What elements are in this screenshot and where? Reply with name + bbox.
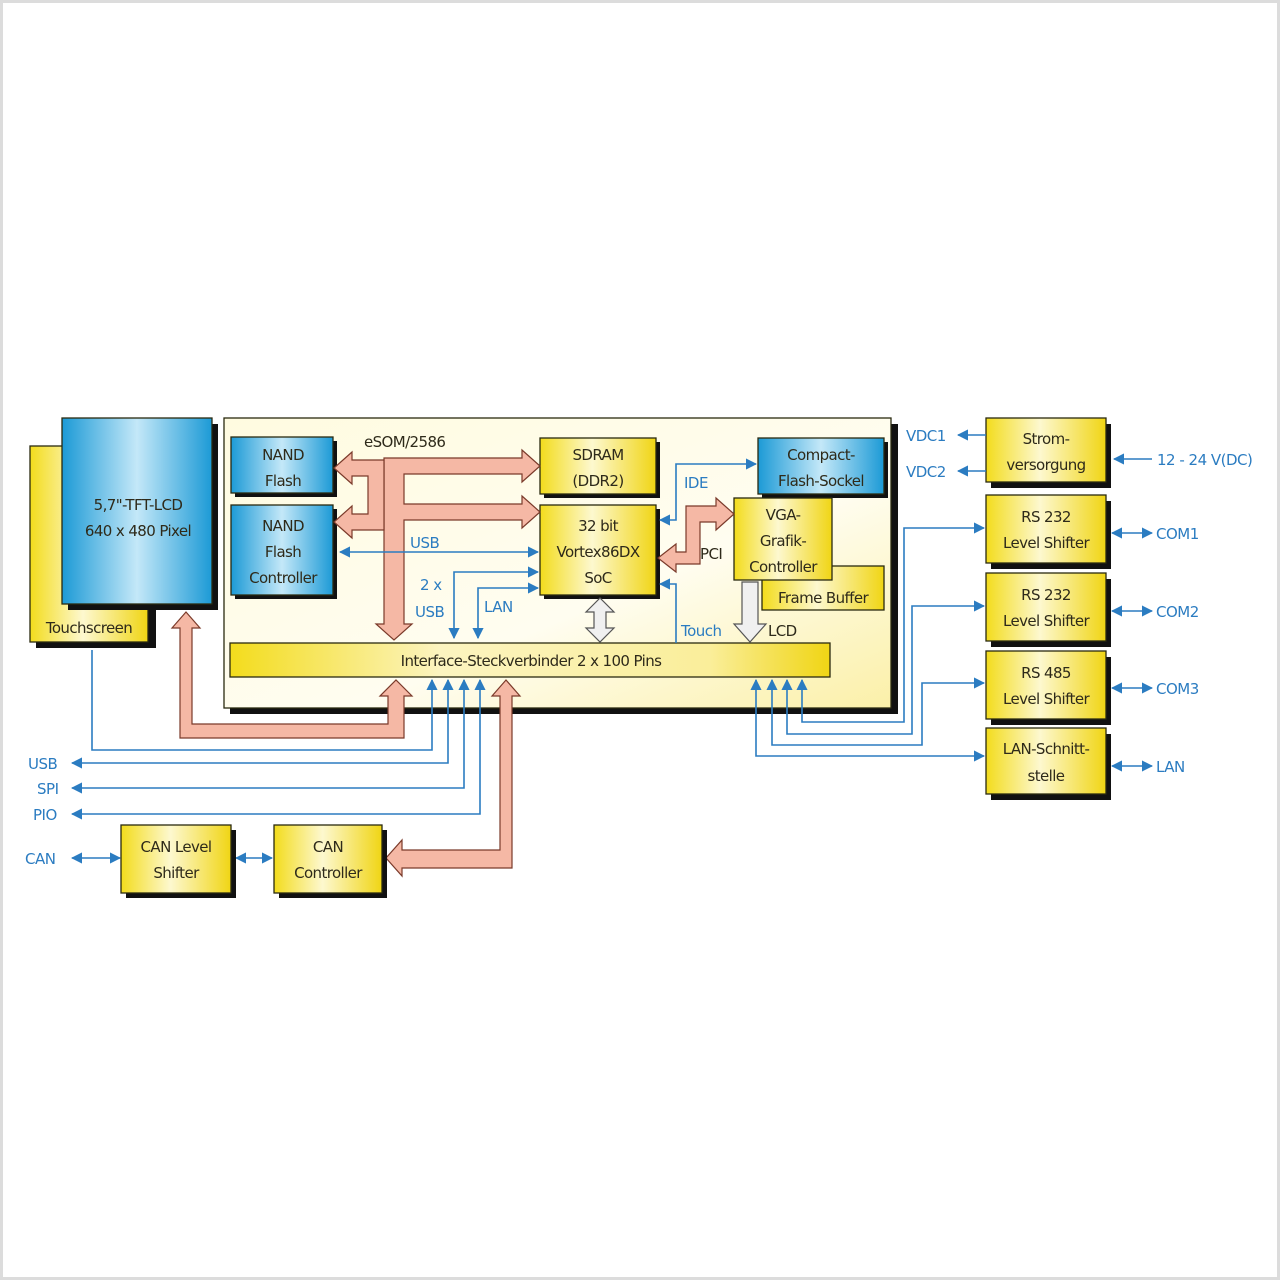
nand-flash-controller-block[interactable]: NAND Flash Controller — [230, 504, 337, 599]
touch-label: Touch — [680, 622, 722, 640]
can-ctrl-label-1: CAN — [313, 838, 343, 856]
com1-label: COM1 — [1156, 525, 1199, 543]
interface-connector[interactable]: Interface-Steckverbinder 2 x 100 Pins — [229, 642, 831, 678]
compact-flash-block[interactable]: Compact- Flash-Sockel — [757, 437, 888, 498]
cf-label-1: Compact- — [787, 446, 855, 464]
can-controller-block[interactable]: CAN Controller — [273, 824, 387, 898]
lan-interface-block[interactable]: LAN-Schnitt- stelle — [985, 727, 1111, 800]
vga-label-2: Grafik- — [760, 532, 807, 550]
can-ctrl-label-2: Controller — [294, 864, 363, 882]
external-right-signals — [750, 429, 1154, 772]
usb-out-label: USB — [28, 755, 58, 773]
rs485-label-2: Level Shifter — [1003, 690, 1090, 708]
power-supply-block[interactable]: Strom- versorgung — [985, 417, 1111, 488]
rs232-1-block[interactable]: RS 232 Level Shifter — [985, 494, 1111, 569]
rs232-2-label-1: RS 232 — [1021, 586, 1071, 604]
nand-ctrl-label-3: Controller — [249, 569, 318, 587]
nand-flash-label-2: Flash — [265, 472, 301, 490]
rs232-1-label-1: RS 232 — [1021, 508, 1071, 526]
spi-out-label: SPI — [37, 780, 59, 798]
vga-label-1: VGA- — [766, 506, 801, 524]
nand-flash-label-1: NAND — [262, 446, 304, 464]
lcd-signal-label: LCD — [768, 622, 797, 640]
internal-signals — [338, 458, 758, 643]
external-left-signals — [70, 650, 486, 864]
rs232-2-label-2: Level Shifter — [1003, 612, 1090, 630]
sdram-block[interactable]: SDRAM (DDR2) — [539, 437, 660, 498]
pio-out-label: PIO — [33, 806, 57, 824]
lcd-block[interactable]: 5,7"-TFT-LCD 640 x 480 Pixel — [61, 417, 218, 610]
com3-label: COM3 — [1156, 680, 1199, 698]
soc-interface-bus — [584, 597, 616, 643]
can-out-label: CAN — [25, 850, 55, 868]
can-ls-label-2: Shifter — [153, 864, 200, 882]
vdc1-label: VDC1 — [906, 427, 946, 445]
rs232-2-block[interactable]: RS 232 Level Shifter — [985, 572, 1111, 647]
two-x-label: 2 x — [420, 576, 442, 594]
cf-label-2: Flash-Sockel — [778, 472, 864, 490]
nand-ctrl-label-2: Flash — [265, 543, 301, 561]
ide-label: IDE — [684, 474, 708, 492]
soc-label-1: 32 bit — [578, 517, 619, 535]
can-bus — [385, 679, 522, 878]
board-title: eSOM/2586 — [364, 433, 445, 451]
lcd-bus — [732, 581, 768, 643]
sdram-label-2: (DDR2) — [572, 472, 623, 490]
vga-label-3: Controller — [749, 558, 818, 576]
vdc2-label: VDC2 — [906, 463, 946, 481]
lan-inner-label: LAN — [484, 598, 513, 616]
usb-inner-label: USB — [410, 534, 440, 552]
lan-if-label-1: LAN-Schnitt- — [1003, 740, 1090, 758]
pci-label: PCI — [700, 545, 722, 563]
power-in-label: 12 - 24 V(DC) — [1157, 451, 1252, 469]
rs232-1-label-2: Level Shifter — [1003, 534, 1090, 552]
com2-label: COM2 — [1156, 603, 1199, 621]
sdram-label-1: SDRAM — [572, 446, 623, 464]
internal-bus — [333, 448, 541, 641]
soc-block[interactable]: 32 bit Vortex86DX SoC — [539, 504, 660, 599]
rs485-block[interactable]: RS 485 Level Shifter — [985, 650, 1111, 725]
lcd-label-2: 640 x 480 Pixel — [85, 522, 191, 540]
can-ls-label-1: CAN Level — [141, 838, 212, 856]
power-label-2: versorgung — [1006, 456, 1085, 474]
soc-label-2: Vortex86DX — [556, 543, 639, 561]
rs485-label-1: RS 485 — [1021, 664, 1071, 682]
can-level-shifter-block[interactable]: CAN Level Shifter — [120, 824, 236, 898]
vga-controller-block[interactable]: VGA- Grafik- Controller — [733, 497, 833, 581]
usb2-label: USB — [415, 603, 445, 621]
touchscreen-label: Touchscreen — [45, 619, 132, 637]
interface-label: Interface-Steckverbinder 2 x 100 Pins — [401, 652, 662, 670]
nand-ctrl-label-1: NAND — [262, 517, 304, 535]
power-label-1: Strom- — [1023, 430, 1070, 448]
nand-flash-block[interactable]: NAND Flash — [230, 436, 337, 497]
lcd-label-1: 5,7"-TFT-LCD — [94, 496, 183, 514]
lan-if-label-2: stelle — [1028, 767, 1065, 785]
soc-label-3: SoC — [584, 569, 611, 587]
frame-buffer-label: Frame Buffer — [778, 589, 869, 607]
lan-out-label: LAN — [1156, 758, 1185, 776]
